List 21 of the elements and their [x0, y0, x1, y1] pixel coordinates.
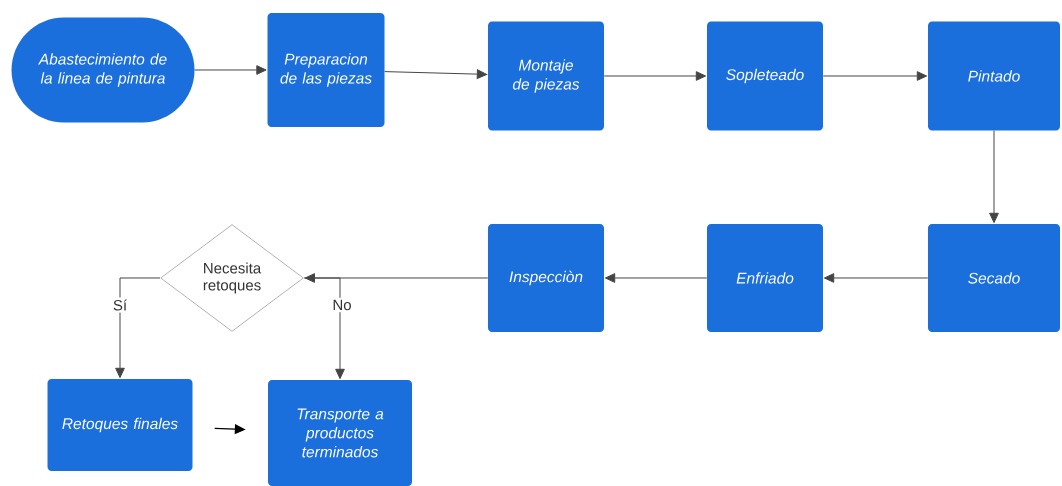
arrow: [384, 69, 488, 79]
process-box: Pintado: [928, 21, 1060, 131]
process-box: Montaje de piezas: [488, 21, 604, 131]
arrow: [194, 65, 267, 75]
process-box: Enfriado: [707, 224, 823, 332]
arrow: [604, 273, 708, 283]
process-box: Sopleteado: [707, 21, 823, 131]
process-box: Inspecciòn: [488, 224, 604, 332]
edge-label: Sí: [110, 297, 130, 313]
arrow: [603, 71, 707, 81]
process-box: Secado: [928, 224, 1060, 332]
edge-label: No: [330, 297, 354, 313]
process-box: Retoques finales: [47, 379, 193, 471]
arrow: [989, 130, 999, 224]
arrow: [822, 71, 928, 81]
process-box: Transporte a productos terminados: [268, 380, 412, 486]
arrow: [115, 277, 161, 379]
arrow: [823, 273, 929, 283]
arrow: [303, 277, 345, 380]
process-box: Preparacion de las piezas: [267, 13, 385, 127]
arrow: [304, 273, 489, 283]
